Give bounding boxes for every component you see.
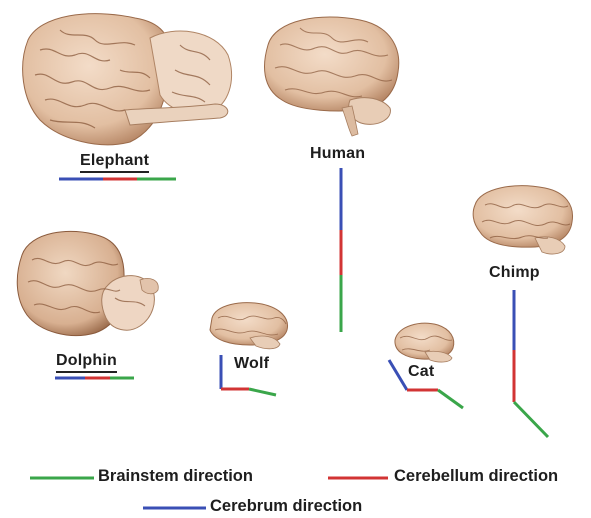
legend-cerebrum-label: Cerebrum direction	[210, 497, 362, 516]
chimp-direction-lines	[514, 290, 548, 437]
human-brain-image	[265, 17, 399, 136]
wolf-brain-image	[210, 303, 288, 349]
label-chimp: Chimp	[489, 264, 540, 282]
label-human: Human	[310, 145, 365, 163]
label-elephant: Elephant	[80, 152, 149, 173]
legend-cerebellum-label: Cerebellum direction	[394, 467, 558, 486]
dolphin-brain-image	[17, 231, 158, 335]
label-dolphin: Dolphin	[56, 352, 117, 373]
label-cat: Cat	[408, 363, 434, 381]
legend-brainstem-label: Brainstem direction	[98, 467, 253, 486]
chimp-brain-image	[473, 186, 572, 254]
elephant-brain-image	[23, 14, 232, 145]
label-wolf: Wolf	[234, 355, 269, 373]
cat-brain-image	[395, 323, 454, 362]
